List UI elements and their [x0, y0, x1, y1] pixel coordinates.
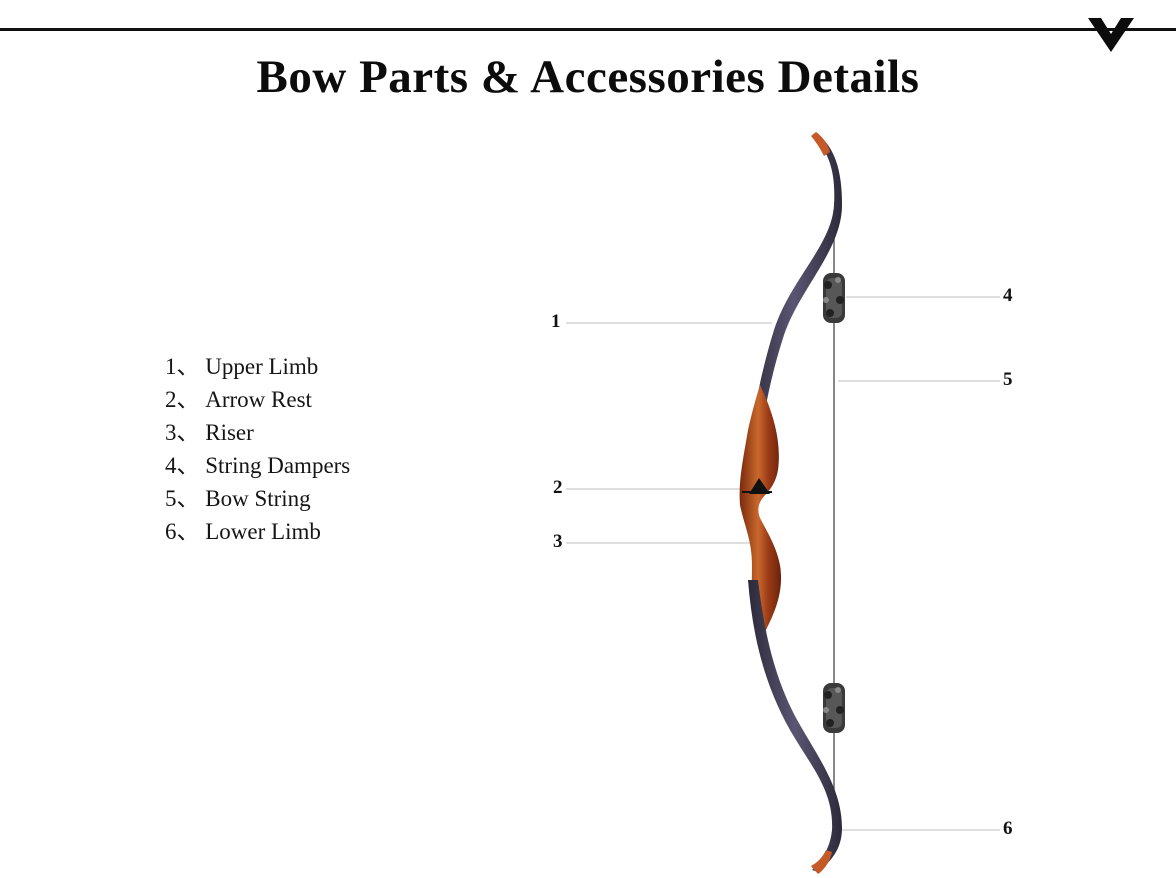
lower-limb — [748, 580, 842, 872]
parts-list-item: 4、 String Dampers — [165, 453, 351, 478]
upper-limb — [745, 134, 842, 470]
page-title: Bow Parts & Accessories Details — [256, 51, 920, 103]
callout-2: 2 — [553, 477, 563, 498]
callout-3: 3 — [553, 531, 563, 552]
lower-limb-tip — [811, 850, 832, 874]
parts-list-item: 2、 Arrow Rest — [165, 387, 312, 412]
chevron-down-icon — [1088, 18, 1134, 52]
riser — [739, 385, 782, 632]
top-rule — [0, 28, 1176, 31]
parts-list-item: 3、 Riser — [165, 420, 254, 445]
parts-list-item: 1、 Upper Limb — [165, 354, 319, 379]
parts-list-item: 6、 Lower Limb — [165, 519, 321, 544]
callout-5: 5 — [1003, 369, 1013, 390]
parts-list: 1、 Upper Limb 2、 Arrow Rest 3、 Riser 4、 … — [165, 350, 350, 548]
upper-limb-tip — [811, 132, 830, 156]
callout-4: 4 — [1003, 285, 1013, 306]
callout-6: 6 — [1003, 818, 1013, 839]
arrow-rest — [749, 478, 770, 494]
upper-string-damper — [823, 273, 845, 323]
lower-string-damper — [823, 683, 845, 733]
parts-list-item: 5、 Bow String — [165, 486, 311, 511]
callout-1: 1 — [551, 311, 561, 332]
